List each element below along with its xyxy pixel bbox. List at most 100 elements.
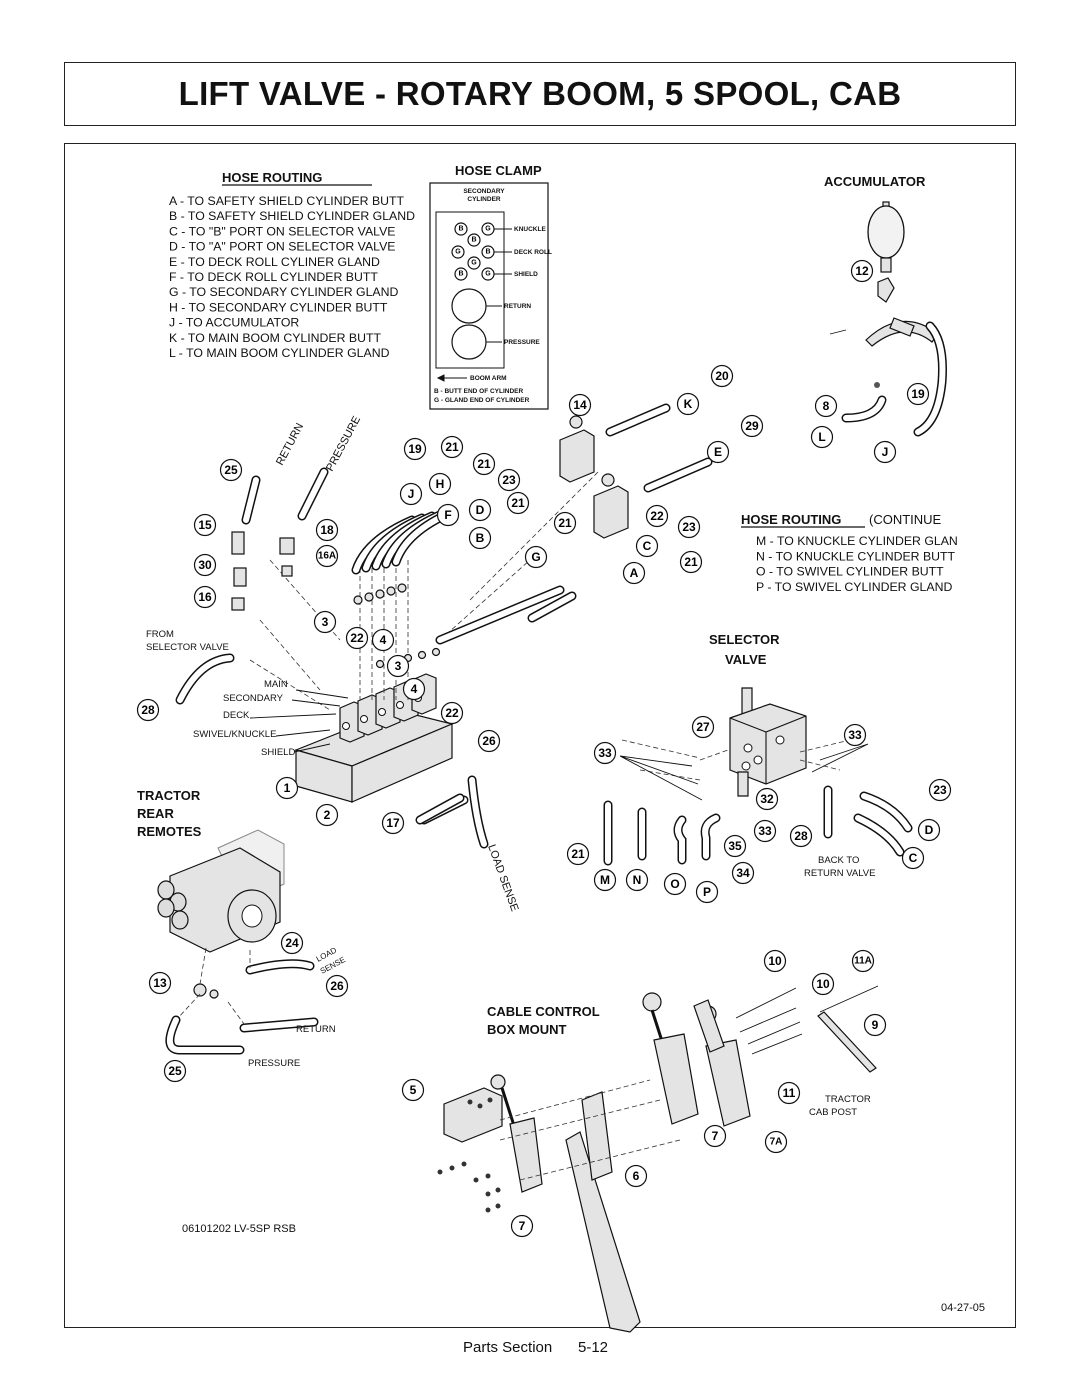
callout-26: 26: [477, 729, 501, 753]
callout-7: 7: [703, 1124, 727, 1148]
selector-valve-assembly: SELECTOR VALVE: [603, 632, 913, 866]
callout-o: O: [663, 872, 687, 896]
callout-21: 21: [440, 435, 464, 459]
callout-32: 32: [755, 787, 779, 811]
svg-text:M: M: [600, 873, 610, 887]
svg-text:11A: 11A: [854, 956, 872, 967]
svg-text:28: 28: [794, 829, 808, 843]
callout-17: 17: [381, 811, 405, 835]
pressure-annotation: PRESSURE: [324, 414, 363, 473]
load-sense-annotation: LOAD SENSE: [485, 843, 520, 913]
svg-text:P: P: [703, 885, 711, 899]
pressure-small-label: PRESSURE: [248, 1058, 300, 1069]
svg-text:G: G: [455, 249, 461, 256]
callout-d: D: [917, 818, 941, 842]
callout-3: 3: [313, 610, 337, 634]
callout-23: 23: [928, 778, 952, 802]
svg-text:G: G: [471, 260, 477, 267]
svg-text:23: 23: [933, 783, 947, 797]
remotes-label-1: TRACTOR: [137, 788, 201, 803]
svg-text:15: 15: [198, 518, 212, 532]
secondary-annotation: SECONDARY: [223, 693, 284, 704]
svg-text:29: 29: [745, 419, 759, 433]
svg-text:9: 9: [872, 1018, 879, 1032]
hose-routing-continue-item: P - TO SWIVEL CYLINDER GLAND: [756, 580, 952, 594]
svg-text:5: 5: [410, 1083, 417, 1097]
callout-20: 20: [710, 364, 734, 388]
svg-text:O: O: [670, 877, 679, 891]
callout-4: 4: [371, 628, 395, 652]
svg-text:8: 8: [823, 399, 830, 413]
selector-valve-source-label: SELECTOR VALVE: [146, 642, 229, 653]
hose-routing-item: H - TO SECONDARY CYLINDER BUTT: [169, 300, 388, 314]
cable-control-label-2: BOX MOUNT: [487, 1022, 567, 1037]
svg-text:1: 1: [284, 781, 291, 795]
svg-text:22: 22: [445, 706, 459, 720]
shield-annotation: SHIELD: [261, 747, 295, 758]
svg-text:J: J: [882, 445, 889, 459]
swivel-knuckle-label: SWIVEL/KNUCKLE: [193, 729, 276, 740]
svg-text:B: B: [476, 531, 485, 545]
callout-e: E: [706, 440, 730, 464]
svg-text:26: 26: [330, 979, 344, 993]
annotations: RETURN PRESSURE FROM SELECTOR VALVE MAIN…: [146, 414, 875, 1235]
svg-text:10: 10: [816, 977, 830, 991]
hose-routing-continue-item: N - TO KNUCKLE CYLINDER BUTT: [756, 549, 956, 563]
callout-14: 14: [568, 393, 592, 417]
svg-text:19: 19: [408, 442, 422, 456]
hose-routing-continue-item: O - TO SWIVEL CYLINDER BUTT: [756, 565, 944, 579]
callout-25: 25: [219, 458, 243, 482]
accumulator-assembly: ACCUMULATOR: [824, 174, 947, 437]
callout-30: 30: [193, 553, 217, 577]
callout-c: C: [635, 534, 659, 558]
svg-text:14: 14: [573, 398, 587, 412]
svg-text:3: 3: [322, 615, 329, 629]
callout-28: 28: [136, 698, 160, 722]
hose-routing-continue-item: M - TO KNUCKLE CYLINDER GLAN: [756, 534, 958, 548]
title-box: LIFT VALVE - ROTARY BOOM, 5 SPOOL, CAB: [64, 62, 1016, 126]
hose-routing-item: E - TO DECK ROLL CYLINER GLAND: [169, 255, 380, 269]
svg-text:33: 33: [848, 728, 862, 742]
from-label: FROM: [146, 629, 174, 640]
svg-text:33: 33: [758, 824, 772, 838]
callout-28: 28: [789, 824, 813, 848]
callout-11a: 11A: [851, 949, 875, 973]
callout-g: G: [524, 545, 548, 569]
svg-text:35: 35: [728, 839, 742, 853]
return-valve-label: RETURN VALVE: [804, 868, 875, 879]
callout-4: 4: [402, 677, 426, 701]
callout-21: 21: [506, 491, 530, 515]
callout-8: 8: [814, 394, 838, 418]
svg-text:30: 30: [198, 558, 212, 572]
callout-10: 10: [763, 949, 787, 973]
callout-b: B: [468, 526, 492, 550]
hose-routing-continue-heading: HOSE ROUTING: [741, 512, 841, 527]
callout-25: 25: [163, 1059, 187, 1083]
svg-text:22: 22: [650, 509, 664, 523]
deck-roll-label: DECK ROLL: [514, 249, 552, 256]
svg-text:19: 19: [911, 387, 925, 401]
cable-control-label-1: CABLE CONTROL: [487, 1004, 600, 1019]
hose-routing-item: G - TO SECONDARY CYLINDER GLAND: [169, 285, 398, 299]
callout-34: 34: [731, 861, 755, 885]
callout-21: 21: [679, 550, 703, 574]
svg-text:21: 21: [571, 847, 585, 861]
svg-text:20: 20: [715, 369, 729, 383]
callout-j: J: [399, 482, 423, 506]
deck-label: DECK: [223, 710, 250, 721]
return-annotation: RETURN: [274, 421, 306, 467]
svg-text:21: 21: [511, 496, 525, 510]
svg-text:B: B: [471, 237, 476, 244]
callout-6: 6: [624, 1164, 648, 1188]
hose-routing-item: B - TO SAFETY SHIELD CYLINDER GLAND: [169, 209, 415, 223]
callout-12: 12: [850, 259, 874, 283]
callout-21: 21: [472, 452, 496, 476]
hose-routing-continue-suffix: (CONTINUE: [869, 512, 942, 527]
callout-j: J: [873, 440, 897, 464]
svg-text:33: 33: [598, 746, 612, 760]
svg-text:25: 25: [224, 463, 238, 477]
svg-text:N: N: [633, 873, 642, 887]
pressure-label: PRESSURE: [504, 339, 540, 346]
svg-text:24: 24: [285, 936, 299, 950]
